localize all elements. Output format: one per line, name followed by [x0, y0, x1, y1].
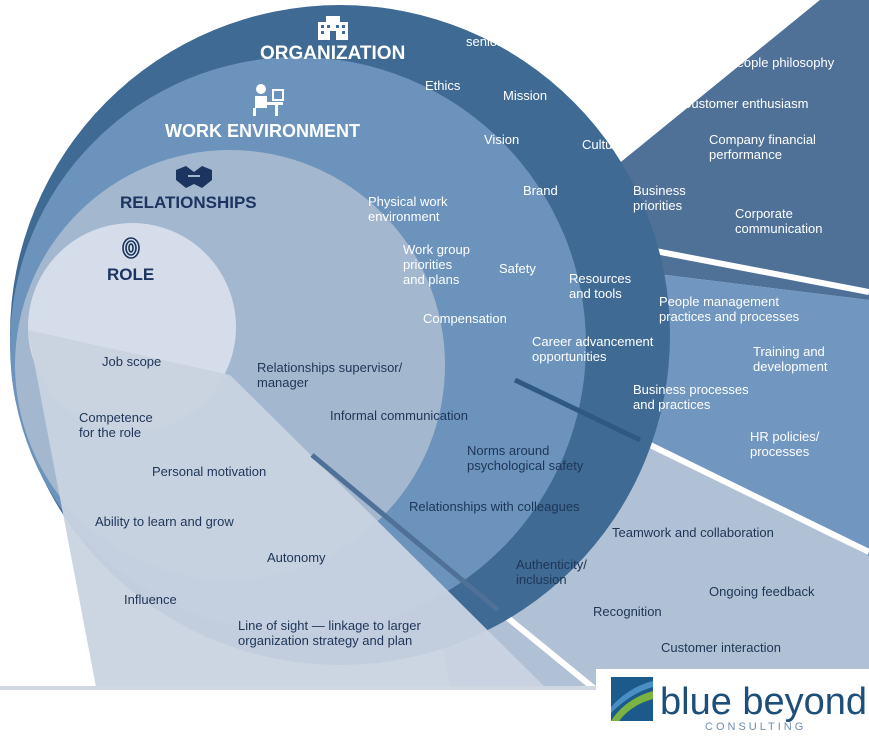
building-icon	[318, 16, 348, 40]
relationships-title: RELATIONSHIPS	[120, 193, 257, 212]
rel-item-colleagues: Relationships with colleagues	[409, 499, 580, 514]
rel-item-authenticity: Authenticity/inclusion	[516, 557, 587, 587]
work-item-compensation: Compensation	[423, 311, 507, 326]
work-item-safety: Safety	[499, 261, 536, 276]
org-item-values: Values	[619, 55, 658, 70]
desk-worker-icon	[253, 84, 284, 116]
org-item-ethics: Ethics	[425, 78, 461, 93]
blue-beyond-logo-mark	[611, 677, 653, 721]
rel-item-recognition: Recognition	[593, 604, 662, 619]
rel-item-customer-interaction: Customer interaction	[661, 640, 781, 655]
layer-boundary-line	[310, 453, 500, 612]
fingerprint-icon	[122, 237, 140, 259]
rel-item-ongoing-feedback: Ongoing feedback	[709, 584, 815, 599]
org-item-customer-enthusiasm: Customer enthusiasm	[682, 96, 808, 111]
org-item-people-philosophy: People philosophy	[728, 55, 835, 70]
logo-tagline: CONSULTING	[705, 721, 806, 733]
role-item-influence: Influence	[124, 592, 177, 607]
role-wedge	[28, 330, 545, 687]
org-item-reputation: Reputation	[589, 96, 652, 111]
org-item-brand: Brand	[523, 183, 558, 198]
logo-name: blue beyond	[660, 681, 867, 723]
bottom-rule	[0, 686, 596, 690]
separator-line	[638, 437, 869, 555]
separator-line	[649, 247, 869, 295]
role-item-personal-motivation: Personal motivation	[152, 464, 266, 479]
separator-line	[496, 607, 598, 693]
work-item-hr-policies: HR policies/processes	[750, 429, 820, 459]
org-item-vision: Vision	[484, 132, 519, 147]
org-item-culture: Culture	[582, 137, 624, 152]
role-title: ROLE	[107, 265, 154, 284]
rel-item-informal-communication: Informal communication	[330, 408, 468, 423]
role-item-learn-grow: Ability to learn and grow	[95, 514, 234, 529]
layer-boundary-line	[513, 377, 642, 443]
work-environment-title: WORK ENVIRONMENT	[165, 121, 360, 141]
handshake-icon	[176, 166, 212, 188]
org-item-market-position: Market position	[686, 21, 774, 36]
role-item-autonomy: Autonomy	[267, 550, 326, 565]
rel-item-supervisor: Relationships supervisor/manager	[257, 360, 403, 390]
rel-item-teamwork: Teamwork and collaboration	[612, 525, 774, 540]
organization-title: ORGANIZATION	[260, 43, 405, 64]
role-item-job-scope: Job scope	[102, 354, 161, 369]
org-item-mission: Mission	[503, 88, 547, 103]
